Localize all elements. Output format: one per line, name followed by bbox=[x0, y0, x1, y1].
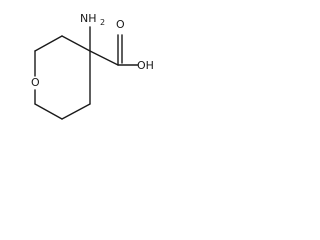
amine-subscript: 2 bbox=[100, 18, 105, 27]
bond-c4-cacid bbox=[89, 50, 119, 66]
bond-c6-c5 bbox=[34, 103, 63, 120]
atom-carbonyl-o-label: O bbox=[116, 18, 125, 31]
molecule-diagram: NH 2 O OH O bbox=[31, 12, 154, 120]
structure-canvas: NH 2 O OH O bbox=[0, 0, 164, 134]
bond-c4-c3 bbox=[61, 35, 91, 52]
bond-c5-c4 bbox=[61, 103, 91, 120]
atom-ring-o-label: O bbox=[31, 76, 40, 89]
atom-hydroxyl-label: OH bbox=[137, 59, 154, 72]
bond-c3-c2 bbox=[34, 35, 63, 52]
amine-main: NH bbox=[80, 12, 97, 25]
atom-amine-label: NH 2 bbox=[80, 12, 105, 27]
